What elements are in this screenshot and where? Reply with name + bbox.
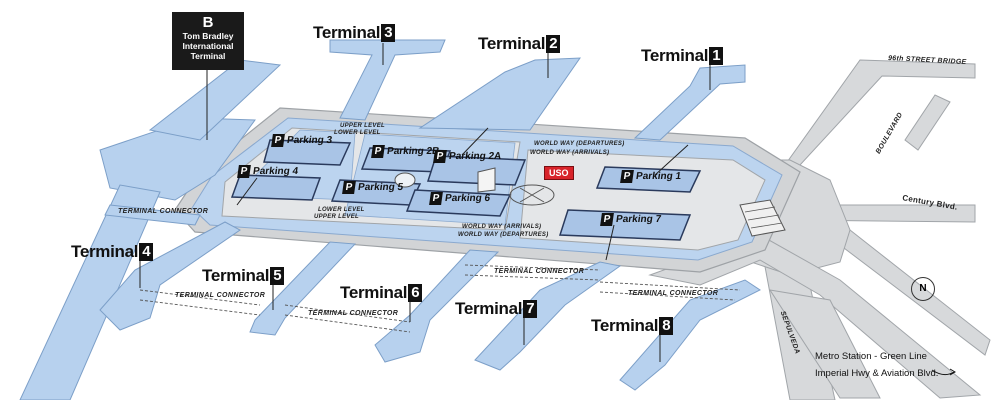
- parking-icon: P: [429, 192, 443, 205]
- road-world-way-departures-south: WORLD WAY (DEPARTURES): [458, 232, 549, 238]
- tbit-north-wing: [148, 59, 282, 141]
- theme-building: [394, 167, 555, 206]
- parking-icon: P: [371, 145, 385, 158]
- tbit-name-line3: Terminal: [190, 51, 226, 61]
- tbit-label[interactable]: B Tom Bradley International Terminal: [172, 12, 244, 70]
- freeway-sepulveda-tunnel: [768, 289, 881, 399]
- road-lower-level-south: LOWER LEVEL: [318, 207, 365, 213]
- tbit-name-line2: International: [182, 41, 234, 51]
- terminal-1-building: [633, 64, 746, 141]
- metro-station-line2: Imperial Hwy & Aviation Blvd.: [815, 368, 939, 379]
- boulevard-road: [904, 94, 951, 151]
- road-upper-level-south: UPPER LEVEL: [314, 214, 359, 220]
- parking-structure-east: [739, 199, 786, 237]
- terminal-connector-label-4: TERMINAL CONNECTOR: [494, 268, 585, 275]
- road-world-way-departures-north: WORLD WAY (DEPARTURES): [534, 141, 625, 147]
- terminal-6-building: [374, 249, 500, 363]
- leader-lines: [139, 43, 711, 362]
- tbit-name-line1: Tom Bradley: [182, 31, 234, 41]
- terminal-2-building: [418, 57, 581, 131]
- tbit-letter: B: [202, 14, 214, 31]
- freeway-south: [648, 234, 982, 399]
- uso-badge[interactable]: USO: [544, 166, 574, 180]
- terminal-connector-label-2: TERMINAL CONNECTOR: [175, 292, 266, 299]
- road-upper-level-north: UPPER LEVEL: [340, 123, 385, 129]
- road-world-way-arrivals-north: WORLD WAY (ARRIVALS): [530, 150, 610, 156]
- parking-icon: P: [271, 134, 285, 147]
- terminal-connector-label-3: TERMINAL CONNECTOR: [308, 310, 399, 317]
- north-arrow-icon: N: [911, 277, 935, 301]
- parking-icon: P: [433, 150, 447, 163]
- terminal-8-building: [619, 279, 761, 391]
- tbit-connector: [104, 204, 201, 226]
- terminal-5-building: [249, 241, 357, 336]
- parking-icon: P: [620, 170, 634, 183]
- terminal-4-building: [99, 221, 241, 331]
- terminal-7-building: [474, 261, 622, 371]
- parking-icon: P: [237, 165, 251, 178]
- metro-station-line1: Metro Station - Green Line: [815, 351, 927, 362]
- road-lower-level-north: LOWER LEVEL: [334, 130, 381, 136]
- tbit-south-concourse: [19, 184, 161, 400]
- metro-arrow-icon: [931, 368, 956, 376]
- road-world-way-arrivals-south: WORLD WAY (ARRIVALS): [462, 224, 542, 230]
- parking-icon: P: [342, 181, 356, 194]
- terminal-3-building: [329, 39, 446, 121]
- parking-icon: P: [600, 213, 614, 226]
- terminal-connector-label-1: TERMINAL CONNECTOR: [118, 208, 209, 215]
- terminal-connector-label-5: TERMINAL CONNECTOR: [628, 290, 719, 297]
- connector-walkways: [139, 264, 741, 333]
